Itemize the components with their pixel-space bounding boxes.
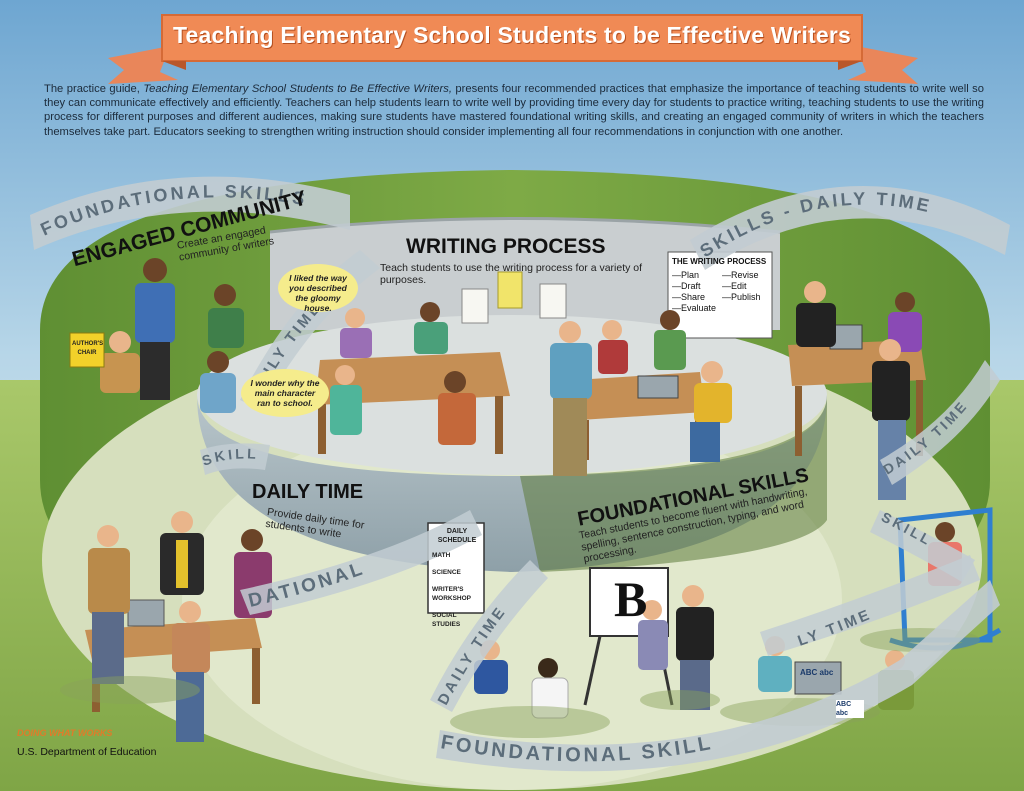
intro-paragraph: The practice guide, Teaching Elementary … (44, 83, 984, 138)
schedule-item: SOCIAL STUDIES (432, 612, 461, 628)
schedule-item: SCIENCE (432, 569, 461, 576)
writing-process-subtitle: Teach students to use the writing proces… (380, 262, 643, 286)
authors-chair-sign: AUTHOR'S CHAIR (72, 341, 104, 356)
title-banner (161, 14, 863, 62)
writing-process-heading: WRITING PROCESS (406, 235, 606, 258)
board-step: —Evaluate (672, 303, 717, 313)
speech-bubble-gloomy-house-text: I liked the way you described the gloomy… (289, 273, 347, 313)
laptop-screen-text: ABC abc (800, 668, 834, 677)
board-step: —Draft (672, 281, 701, 291)
people (88, 258, 962, 742)
board-step: —Plan (672, 270, 700, 280)
daily-schedule-title: DAILY SCHEDULE (437, 528, 477, 544)
writing-process-wall (270, 218, 780, 330)
schedule-item: WRITER'S WORKSHOP (432, 586, 471, 602)
board-step: —Share (672, 292, 706, 302)
board-step: —Edit (722, 281, 747, 291)
schedule-item: MATH (432, 552, 451, 559)
board-step: —Publish (722, 292, 761, 302)
speech-bubble-gloomy-house (278, 264, 358, 312)
daily-schedule: DAILY SCHEDULE MATH SCIENCE WRITER'S WOR… (432, 527, 482, 629)
guide-title: Teaching Elementary School Students to B… (143, 83, 452, 95)
easel-letter: B (614, 571, 648, 627)
writing-process-board-shape (667, 251, 773, 339)
speech-bubble-main-character (241, 369, 329, 417)
daily-time-heading: DAILY TIME (252, 481, 364, 503)
writing-process-board: THE WRITING PROCESS —Plan —Draft —Share … (672, 256, 772, 314)
footer-brand: DOING WHAT WORKS (17, 728, 113, 738)
writing-process-board-title: THE WRITING PROCESS (672, 257, 767, 266)
footer-department: U.S. Department of Education (17, 746, 157, 758)
board-step: —Revise (722, 270, 759, 280)
paper-text: ABC abc (836, 700, 864, 718)
speech-bubble-main-character-text: I wonder why the main character ran to s… (250, 378, 320, 408)
page-title: Teaching Elementary School Students to b… (172, 22, 852, 48)
